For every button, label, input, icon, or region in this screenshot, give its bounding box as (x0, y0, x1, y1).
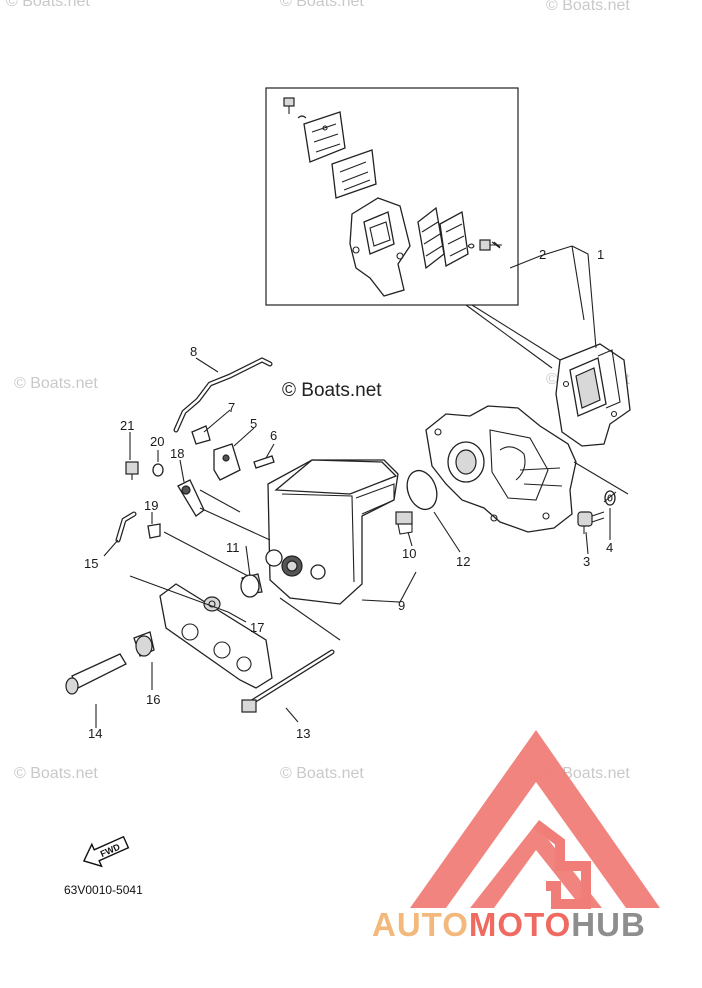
lever-part18 (177, 479, 205, 517)
bracket-part5 (213, 443, 241, 481)
watermark: © Boats.net (14, 765, 98, 782)
brand-segment-auto: AUTO (372, 906, 469, 943)
inset-leader-lines (465, 304, 561, 369)
hose-part15 (115, 511, 137, 543)
part-number-18: 18 (170, 446, 184, 461)
inset-frame (265, 87, 519, 306)
reed-valve-body (349, 197, 411, 297)
part-number-2: 2 (539, 247, 546, 262)
automotohub-logo (410, 730, 660, 909)
bolt-part3 (577, 511, 605, 534)
part-number-14: 14 (88, 726, 102, 741)
drain-plug-part10 (395, 511, 413, 535)
part-number-15: 15 (84, 556, 98, 571)
screw-part21 (125, 461, 139, 480)
bolt-part14 (65, 653, 127, 695)
brand-segment-moto: MOTO (469, 906, 571, 943)
automotohub-wordmark: AUTOMOTOHUB (372, 906, 646, 943)
watermark: © Boats.net (14, 375, 98, 392)
watermark: © Boats.net (546, 0, 630, 14)
washer-part20 (152, 463, 164, 477)
leader-lines (95, 357, 611, 728)
part-number-3: 3 (583, 554, 590, 569)
reed-valve-assembly-part1 (555, 343, 631, 447)
part-number-labels: 1 2 3 4 5 6 7 8 9 10 11 12 13 14 15 16 1… (84, 247, 613, 741)
part-number-9: 9 (398, 598, 405, 613)
fitting-part19 (147, 523, 161, 539)
leader-3-4-base (573, 461, 629, 503)
brand-segment-hub: HUB (571, 906, 646, 943)
part-number-5: 5 (250, 416, 257, 431)
cover-bracket-carrier (159, 583, 273, 689)
inset-clip-screw-icon (467, 239, 502, 251)
crankcase-engine-block (425, 405, 577, 533)
leader-1b (571, 245, 585, 321)
intake-silencer-part9 (265, 459, 399, 605)
part-number-8: 8 (190, 344, 197, 359)
reed-petals-second (417, 206, 469, 270)
fwd-arrow-icon: FWD (82, 835, 130, 868)
long-bolt-part13 (241, 649, 335, 713)
reed-stopper-plate (303, 111, 346, 163)
part-number-11: 11 (226, 540, 240, 555)
pin-part6 (253, 455, 275, 469)
part-number-6: 6 (270, 428, 277, 443)
part-number-4: 4 (606, 540, 613, 555)
leader-2 (509, 245, 573, 269)
part-number-19: 19 (144, 498, 158, 513)
part-number-20: 20 (150, 434, 164, 449)
part-number-1: 1 (597, 247, 604, 262)
watermark: © Boats.net (280, 765, 364, 782)
part-number-10: 10 (402, 546, 416, 561)
copyright-label: © Boats.net (282, 380, 382, 401)
watermark: © Boats.net (280, 0, 364, 10)
diagram-code: 63V0010-5041 (64, 883, 143, 897)
reed-valve-inset (265, 87, 519, 306)
part-number-13: 13 (296, 726, 310, 741)
part-number-7: 7 (228, 400, 235, 415)
watermark: © Boats.net (6, 0, 90, 10)
breather-hose-part8 (173, 357, 273, 433)
reed-petals (331, 149, 377, 199)
part-number-16: 16 (146, 692, 160, 707)
o-ring-part12 (406, 469, 438, 511)
part-number-12: 12 (456, 554, 470, 569)
inset-screw-icon (283, 97, 307, 119)
leader-1 (571, 245, 597, 349)
grommet-part16 (133, 631, 155, 657)
part-number-17: 17 (250, 620, 264, 635)
washer-part4 (604, 490, 616, 506)
rubber-plug-part11 (240, 573, 263, 598)
part-number-21: 21 (120, 418, 134, 433)
